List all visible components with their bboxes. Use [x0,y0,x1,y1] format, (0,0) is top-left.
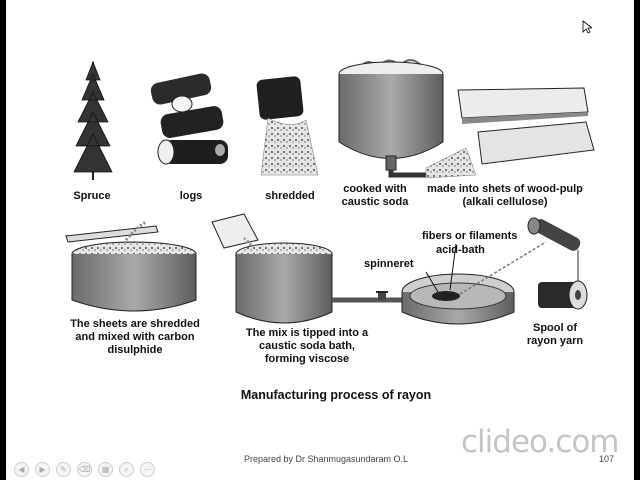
shredding-tank-icon [65,220,197,312]
rayon-process-illustration [65,59,595,325]
slide-toolbar: ◀ ▶ ✎ ⌫ ▦ ⌕ ⋯ [14,462,155,477]
fibers-label: fibers or filaments [422,230,518,242]
acid-bath-icon [401,241,547,325]
page-number: 107 [598,454,614,464]
pen-icon[interactable]: ✎ [56,462,71,477]
viscose-label: The mix is tipped into a caustic soda ba… [245,327,369,365]
spinneret-label: spinneret [364,258,414,270]
logs-icon [150,73,228,165]
roller-icon [527,217,581,285]
pulp-sheets-icon [457,87,595,165]
shredded-label: shredded [265,190,315,202]
slide-footer: Prepared by Dr Shanmugasundaram O.L [243,454,409,464]
search-icon[interactable]: ⌕ [119,462,134,477]
eraser-icon[interactable]: ⌫ [77,462,92,477]
shredded-wood-icon [256,76,319,176]
shredded-mix-label: The sheets are shredded and mixed with c… [70,318,200,356]
figure-caption: Manufacturing process of rayon [240,388,432,402]
spruce-tree-icon [73,60,113,180]
spool-label: Spool of rayon yarn [526,322,584,347]
cooked-label: cooked with caustic soda [341,183,409,208]
cooking-tank-icon [338,59,477,179]
back-icon[interactable]: ◀ [14,462,29,477]
slide: Spruce logs shredded cooked with caustic… [6,0,634,480]
spruce-label: Spruce [73,190,111,202]
forward-icon[interactable]: ▶ [35,462,50,477]
watermark: clideo.com [461,424,620,460]
pulp-sheets-label: made into shets of wood-pulp (alkali cel… [427,183,583,208]
grid-icon[interactable]: ▦ [98,462,113,477]
yarn-spool-icon [538,280,588,310]
more-icon[interactable]: ⋯ [140,462,155,477]
mouse-cursor-icon [582,20,592,34]
acid-bath-label: acid-bath [436,244,485,256]
logs-label: logs [179,190,203,202]
